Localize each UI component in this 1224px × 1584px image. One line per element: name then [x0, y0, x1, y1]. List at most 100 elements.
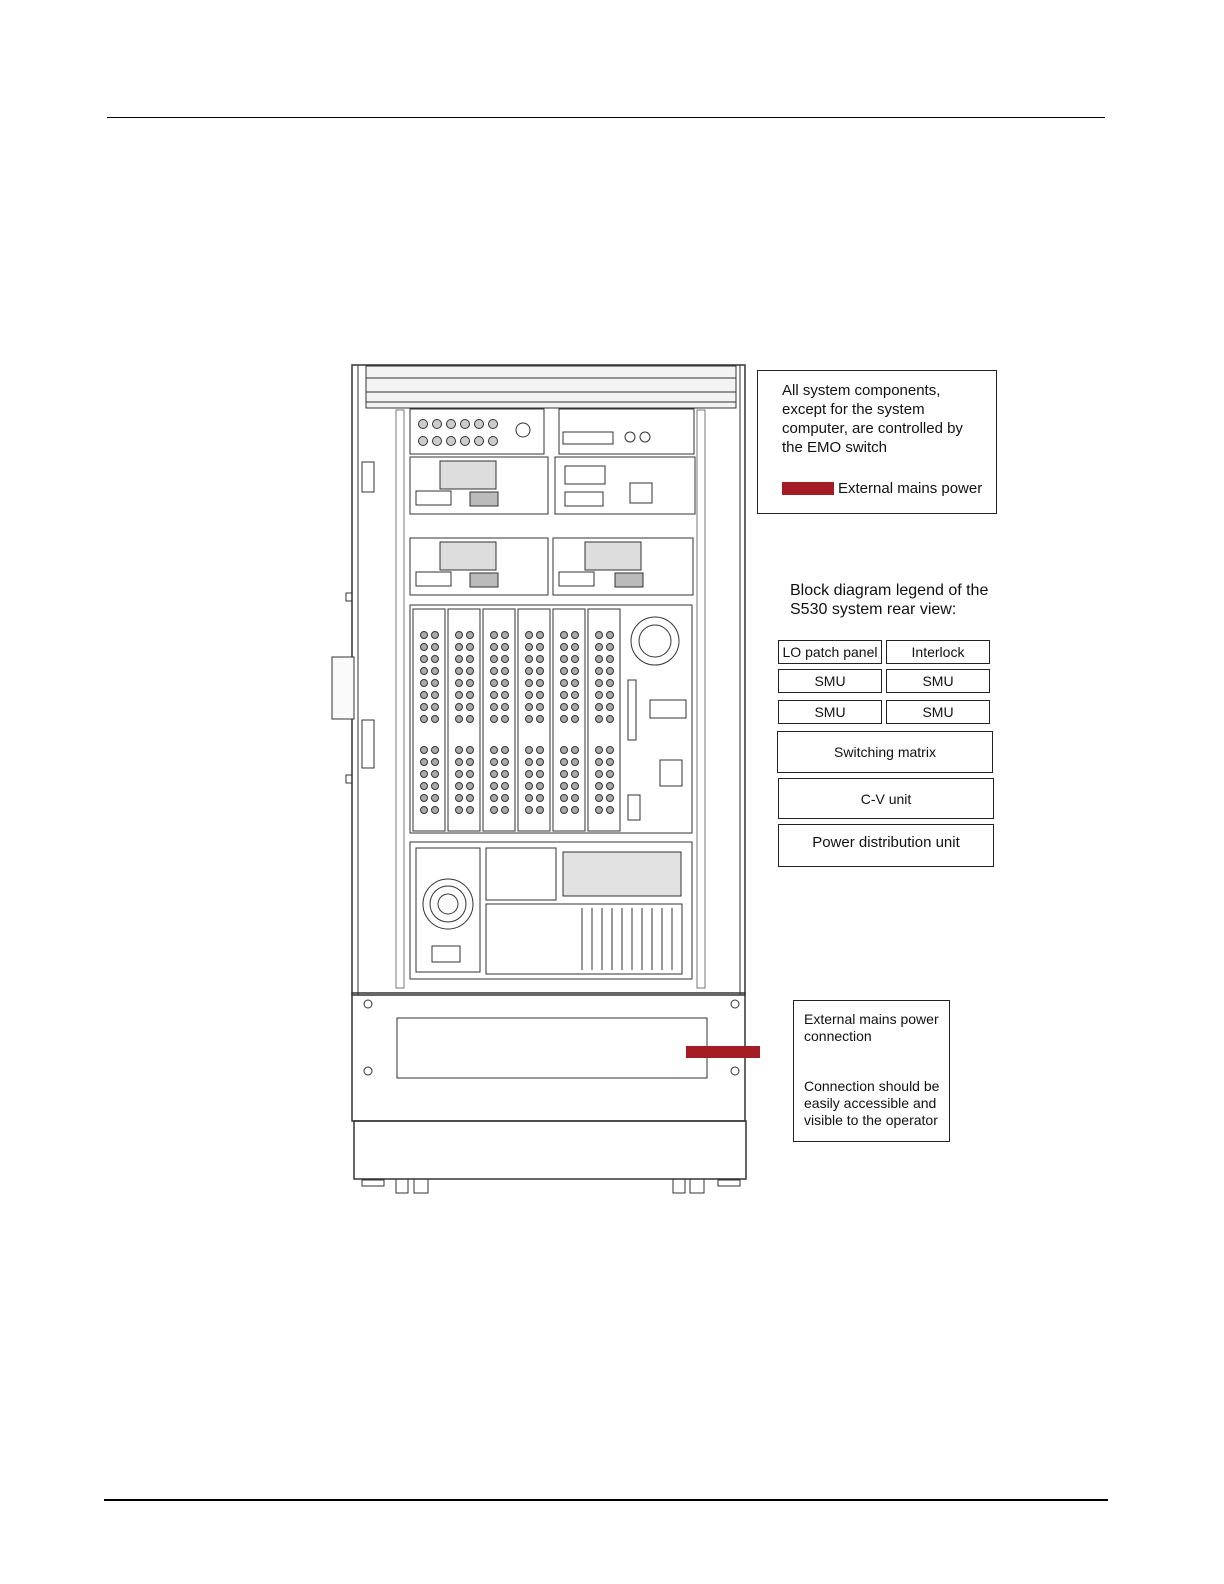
connector-icon [431, 794, 439, 802]
connector-icon [490, 806, 498, 814]
connector-icon [455, 655, 463, 663]
connector-icon [606, 679, 614, 687]
connector-icon [525, 691, 533, 699]
matrix-card [587, 608, 621, 832]
connector-icon [460, 419, 470, 429]
mains-power-cable [686, 1046, 760, 1058]
connector-icon [466, 691, 474, 699]
connector-icon [418, 436, 428, 446]
connector-icon [501, 691, 509, 699]
connector-icon [501, 679, 509, 687]
connector-icon [606, 703, 614, 711]
connector-icon [431, 782, 439, 790]
connector-icon [571, 806, 579, 814]
connector-icon [560, 746, 568, 754]
connector-icon [525, 746, 533, 754]
connector-icon [571, 715, 579, 723]
connector-icon [560, 782, 568, 790]
connector-icon [420, 679, 428, 687]
connector-icon [571, 691, 579, 699]
connector-icon [595, 667, 603, 675]
connector-icon [595, 631, 603, 639]
connector-icon [571, 655, 579, 663]
legend-interlock: Interlock [886, 640, 990, 664]
connector-icon [595, 770, 603, 778]
connector-icon [571, 794, 579, 802]
connector-icon [536, 782, 544, 790]
connector-icon [571, 679, 579, 687]
matrix-card [412, 608, 446, 832]
connector-icon [466, 770, 474, 778]
connector-icon [420, 715, 428, 723]
connector-icon [466, 703, 474, 711]
legend-smu-2: SMU [886, 669, 990, 693]
connector-icon [571, 770, 579, 778]
legend-smu-4: SMU [886, 700, 990, 724]
connector-icon [455, 770, 463, 778]
connector-icon [488, 436, 498, 446]
smu-drawing-1 [409, 456, 549, 515]
connector-icon [595, 794, 603, 802]
power-inlet-icon [431, 945, 461, 963]
connector-icon [560, 655, 568, 663]
connector-icon [501, 782, 509, 790]
connector-icon [431, 679, 439, 687]
connector-icon [560, 691, 568, 699]
connector-icon [455, 691, 463, 699]
connector-icon [536, 770, 544, 778]
connector-icon [525, 715, 533, 723]
mains-power-swatch [782, 482, 834, 495]
connector-icon [525, 655, 533, 663]
connector-icon [595, 758, 603, 766]
connector-icon [560, 667, 568, 675]
connector-icon [571, 703, 579, 711]
connector-icon [595, 655, 603, 663]
connector-icon [420, 794, 428, 802]
connector-icon [606, 631, 614, 639]
connector-icon [606, 758, 614, 766]
connector-icon [420, 758, 428, 766]
connector-icon [595, 643, 603, 651]
connector-icon [490, 782, 498, 790]
connector-icon [431, 655, 439, 663]
connector-icon [455, 758, 463, 766]
connector-icon [455, 643, 463, 651]
legend-lo-patch-panel: LO patch panel [778, 640, 882, 664]
connector-icon [525, 770, 533, 778]
matrix-card [447, 608, 481, 832]
connector-icon [455, 631, 463, 639]
connector-icon [420, 782, 428, 790]
connector-icon [490, 758, 498, 766]
connector-icon [455, 715, 463, 723]
matrix-card [482, 608, 516, 832]
connection-body-line-3: visible to the operator [804, 1112, 938, 1128]
connector-icon [501, 794, 509, 802]
connector-icon [420, 703, 428, 711]
connector-icon [420, 746, 428, 754]
footer-rule [104, 1499, 1108, 1501]
connector-icon [536, 631, 544, 639]
connector-icon [466, 643, 474, 651]
connector-icon [488, 419, 498, 429]
connector-icon [466, 806, 474, 814]
connector-icon [490, 667, 498, 675]
connector-icon [525, 794, 533, 802]
connector-icon [560, 758, 568, 766]
connector-icon [455, 746, 463, 754]
connector-icon [501, 703, 509, 711]
matrix-card [517, 608, 551, 832]
connector-icon [560, 806, 568, 814]
connector-icon [560, 679, 568, 687]
connector-icon [606, 715, 614, 723]
matrix-card [552, 608, 586, 832]
connector-icon [525, 679, 533, 687]
connector-icon [606, 782, 614, 790]
connector-icon [536, 691, 544, 699]
connector-icon [536, 715, 544, 723]
connector-icon [420, 655, 428, 663]
connector-icon [420, 631, 428, 639]
mains-power-swatch-label: External mains power [838, 480, 983, 497]
legend-cv-unit: C-V unit [778, 778, 994, 819]
connector-icon [536, 643, 544, 651]
connector-icon [525, 643, 533, 651]
